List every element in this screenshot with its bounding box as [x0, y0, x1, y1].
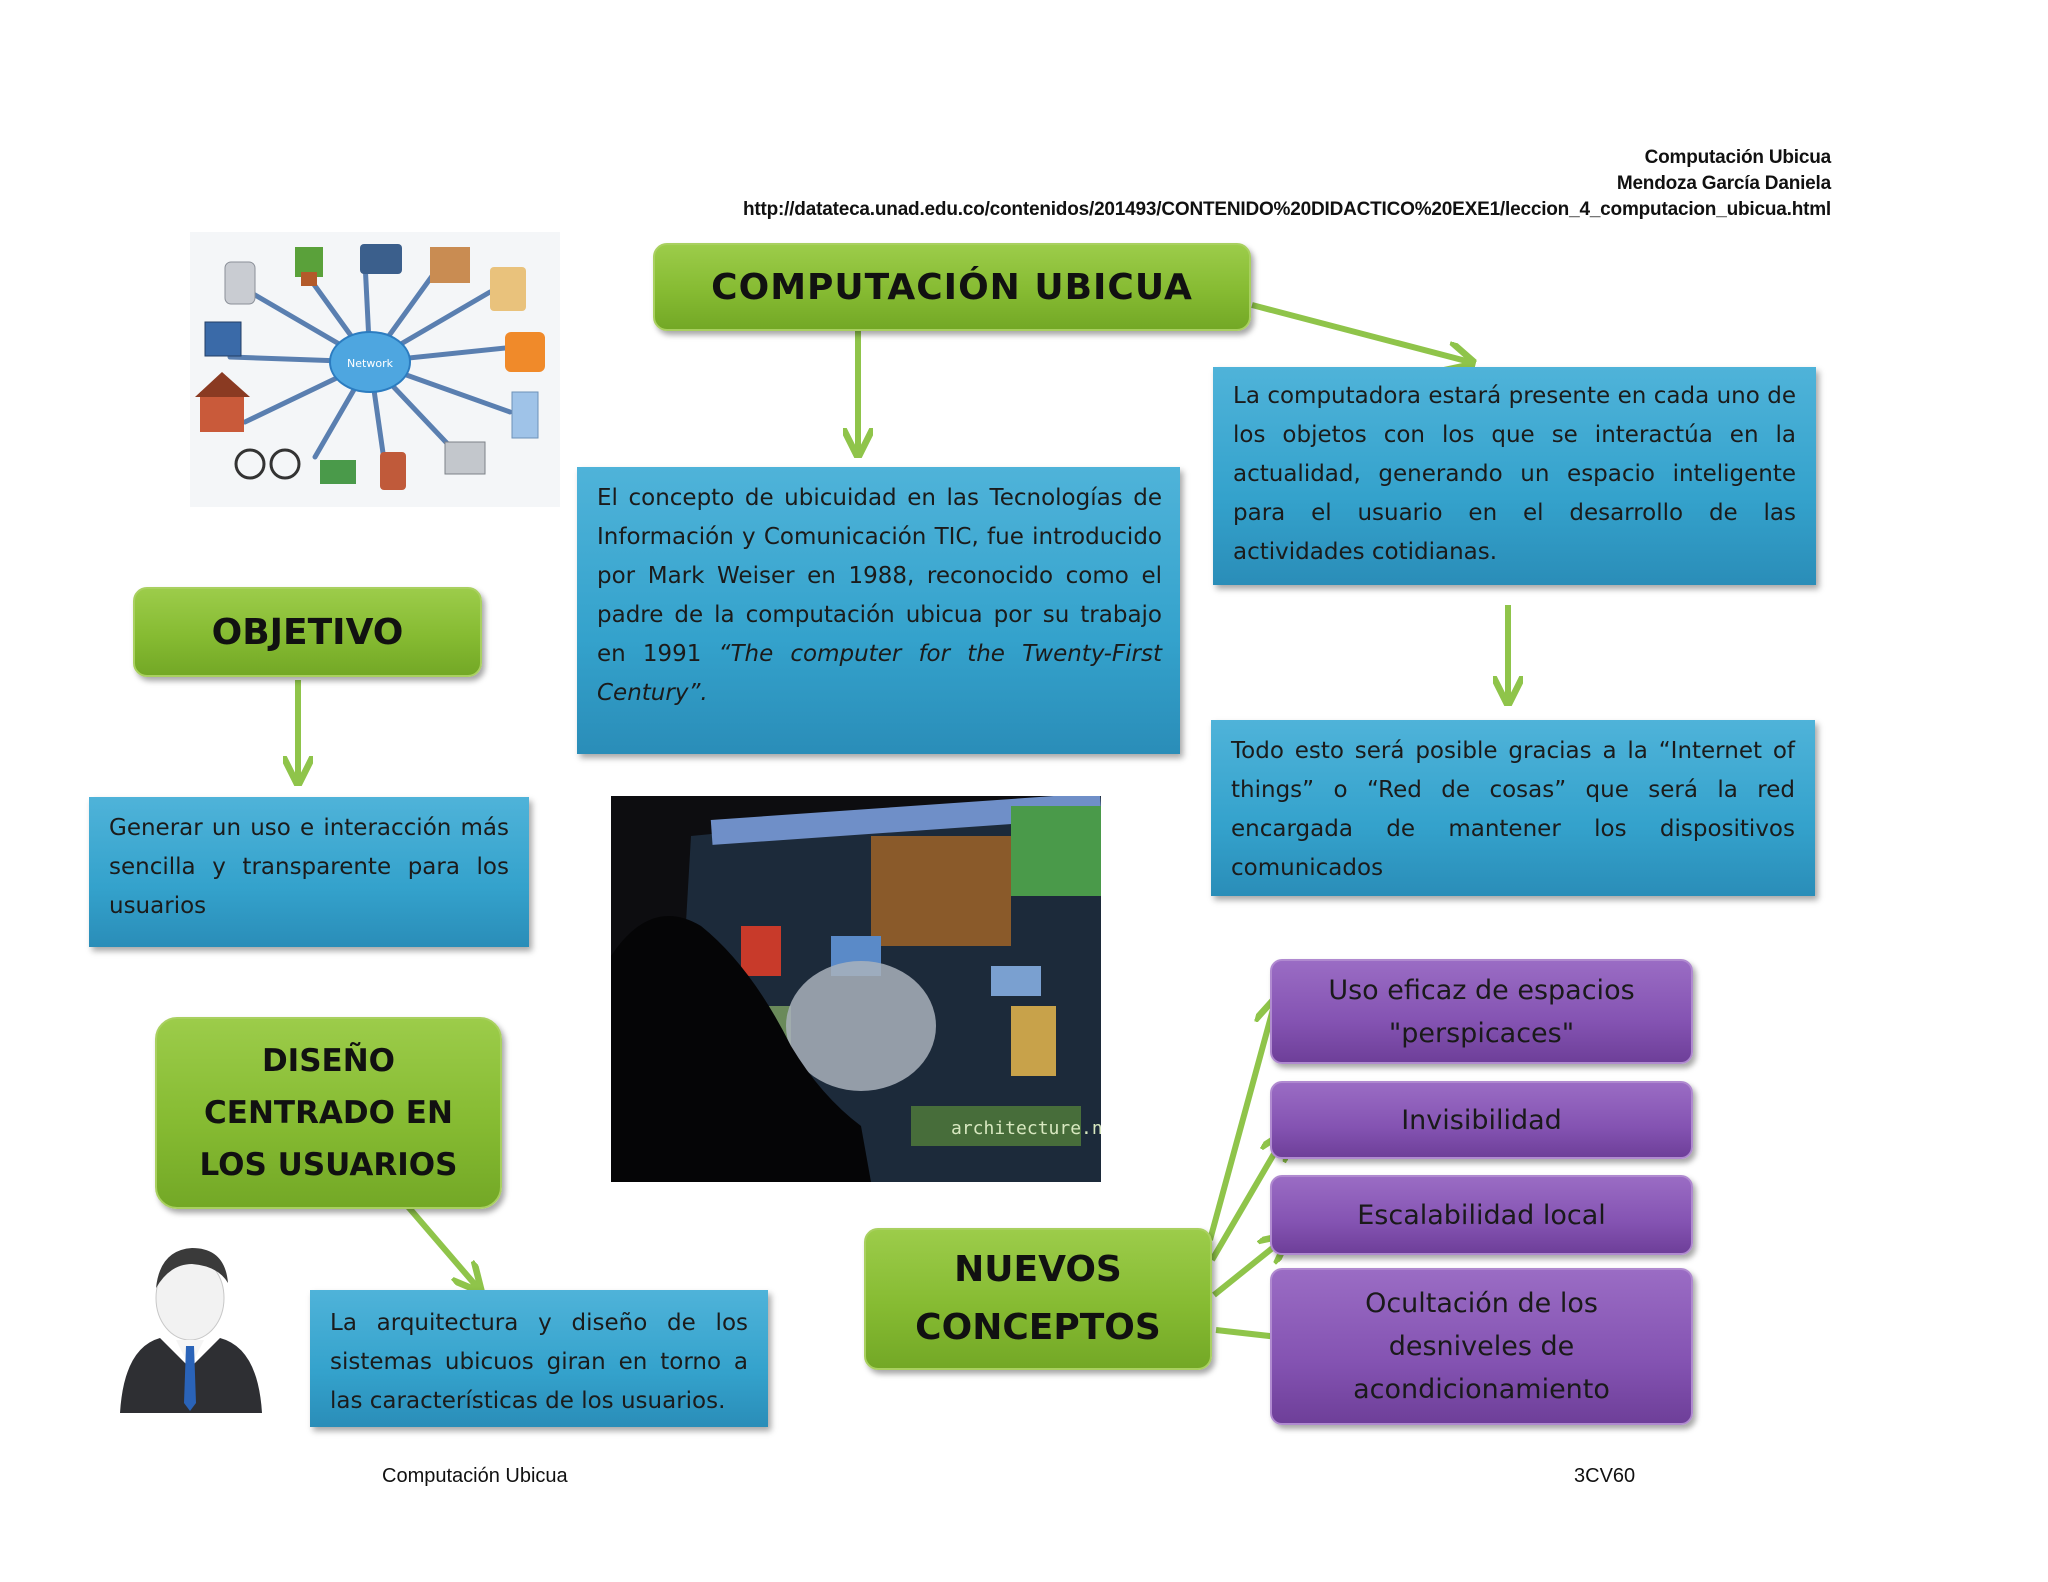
- doc-author: Mendoza García Daniela: [1616, 173, 1831, 194]
- arrow-nuevos-to-item2: [1209, 1135, 1285, 1262]
- interactive-wall-photo: architecture.net: [611, 796, 1101, 1182]
- user-avatar-icon: [120, 1248, 262, 1413]
- diseno-label: DISEÑO CENTRADO EN LOS USUARIOS: [155, 1017, 502, 1209]
- objetivo-text: Generar un uso e interacción más sencill…: [89, 797, 529, 947]
- concept-paper-title: “The computer for the Twenty-First Centu…: [597, 641, 1162, 706]
- main-title: COMPUTACIÓN UBICUA: [653, 243, 1251, 331]
- concept-item-escalabilidad: Escalabilidad local: [1270, 1175, 1693, 1255]
- objetivo-label: OBJETIVO: [133, 587, 482, 677]
- nuevos-label: NUEVOS CONCEPTOS: [864, 1228, 1212, 1370]
- arrow-diseno-down: [395, 1193, 478, 1288]
- iot-box: Todo esto será posible gracias a la “Int…: [1211, 720, 1815, 896]
- concept-item-ocultacion: Ocultación de los desniveles de acondici…: [1270, 1268, 1693, 1425]
- concept-item-perspicaces: Uso eficaz de espacios "perspicaces": [1270, 959, 1693, 1064]
- footer-left: Computación Ubicua: [382, 1465, 568, 1487]
- concept-item-invisibilidad: Invisibilidad: [1270, 1081, 1693, 1159]
- photo-screen-text: architecture.net: [951, 1118, 1101, 1139]
- doc-source-url[interactable]: http://datateca.unad.edu.co/contenidos/2…: [742, 199, 1831, 220]
- presence-box: La computadora estará presente en cada u…: [1213, 367, 1816, 585]
- arrow-title-to-presence: [1251, 302, 1470, 362]
- network-illustration: Network: [190, 232, 560, 507]
- arrow-nuevos-to-item1: [1207, 1002, 1275, 1241]
- diseno-text: La arquitectura y diseño de los sistemas…: [310, 1290, 768, 1427]
- footer-right: 3CV60: [1574, 1465, 1636, 1487]
- network-center-label: Network: [347, 357, 394, 370]
- device-icons: [195, 244, 545, 490]
- concept-box: El concepto de ubicuidad en las Tecnolog…: [577, 467, 1180, 754]
- doc-title: Computación Ubicua: [1644, 147, 1832, 168]
- concept-text: El concepto de ubicuidad en las Tecnolog…: [597, 485, 1162, 667]
